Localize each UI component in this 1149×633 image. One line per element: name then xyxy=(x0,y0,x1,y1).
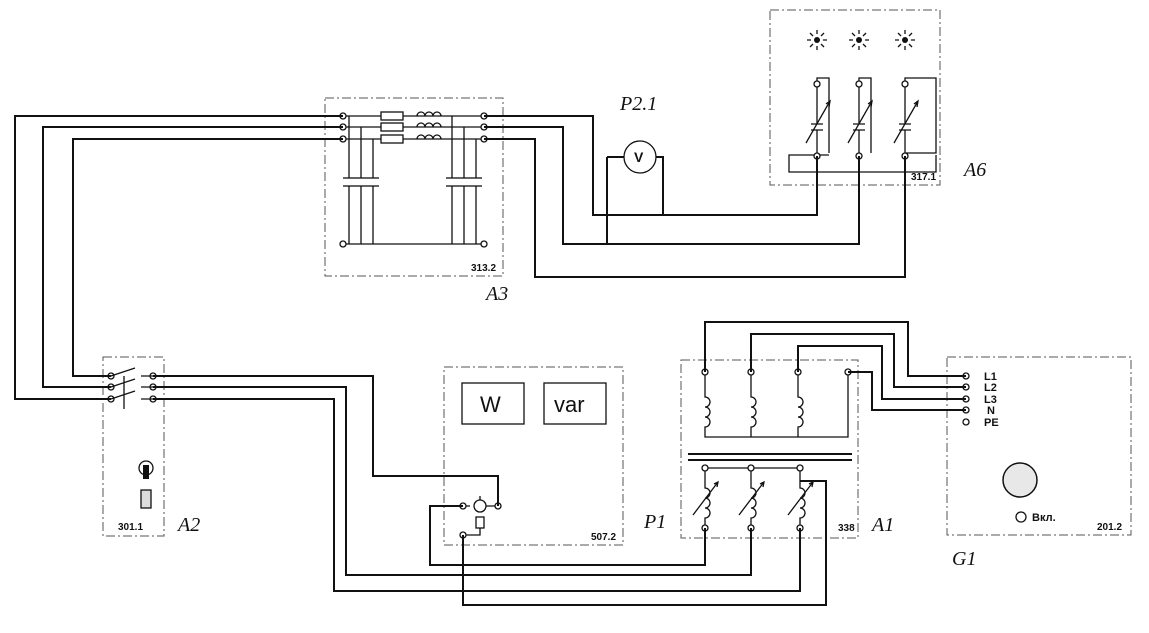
indicator-lamp-icon xyxy=(807,30,827,50)
module-a6-code: 317.1 xyxy=(911,172,936,183)
module-a2-frame xyxy=(102,356,165,537)
terminal-n-label: N xyxy=(987,405,995,417)
terminal-l3-label: L3 xyxy=(984,394,997,406)
module-g1-code: 201.2 xyxy=(1097,522,1122,533)
var-label: var xyxy=(554,392,585,417)
voltmeter-symbol: V xyxy=(634,149,644,165)
module-a1-tag: A1 xyxy=(870,514,894,536)
module-a6-frame xyxy=(769,9,941,186)
power-meter: W var xyxy=(459,382,607,539)
module-a2-code: 301.1 xyxy=(118,522,143,533)
switch-indicator-icon xyxy=(140,489,152,509)
var-display xyxy=(543,382,607,425)
connection-wires xyxy=(14,115,966,606)
module-a3-code: 313.2 xyxy=(471,263,496,274)
capacitive-load-a6 xyxy=(788,30,937,173)
module-a6-tag: A6 xyxy=(962,159,986,181)
power-on-indicator-icon xyxy=(1015,511,1027,523)
power-on-label: Вкл. xyxy=(1032,512,1056,524)
terminal-l1-label: L1 xyxy=(984,371,997,383)
module-p1-tag: P1 xyxy=(643,511,666,533)
switch-a2 xyxy=(107,367,157,509)
module-meter-frame xyxy=(443,366,624,546)
voltmeter-p2-1: V P2.1 xyxy=(606,93,664,244)
indicator-lamp-icon xyxy=(895,30,915,50)
watt-label: W xyxy=(480,392,501,417)
indicator-lamp-icon xyxy=(849,30,869,50)
module-a3-tag: A3 xyxy=(484,283,508,305)
power-knob-icon xyxy=(1002,462,1038,498)
line-model-a3 xyxy=(339,111,488,248)
watt-display xyxy=(461,382,525,425)
power-source-g1: L1 L2 L3 N PE Вкл. xyxy=(962,371,1056,524)
terminal-l2-label: L2 xyxy=(984,382,997,394)
transformer-a1 xyxy=(688,368,852,532)
terminal-pe-label: PE xyxy=(984,417,999,429)
voltmeter-icon xyxy=(623,140,657,174)
module-a1-frame xyxy=(680,359,859,539)
voltmeter-tag: P2.1 xyxy=(619,93,657,115)
module-g1-frame xyxy=(946,356,1132,536)
switch-toggle-icon xyxy=(138,460,154,479)
module-a2-tag: A2 xyxy=(176,514,200,536)
module-a1-code: 338 xyxy=(838,523,855,534)
current-sensor-icon xyxy=(473,499,487,513)
module-a3-frame xyxy=(324,97,504,277)
module-g1-tag: G1 xyxy=(952,548,976,570)
module-meter-code: 507.2 xyxy=(591,532,616,543)
